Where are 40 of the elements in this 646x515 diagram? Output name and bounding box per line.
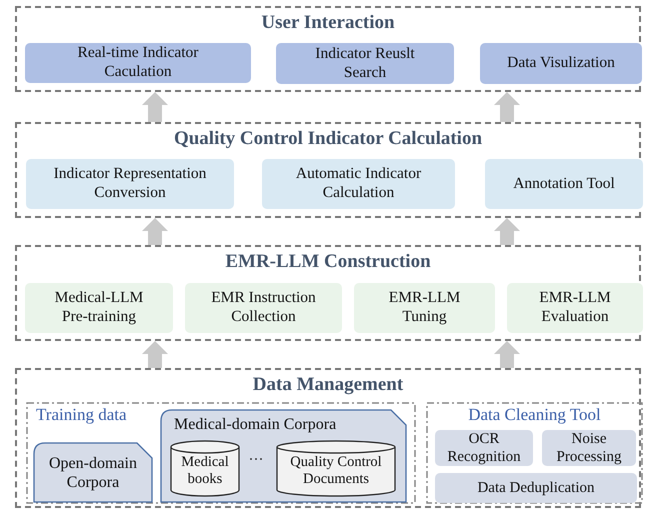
layer-title: Data Management [252,374,404,396]
module-box: EMR-LLM Tuning [354,283,495,333]
database-cylinder [276,441,396,496]
block-arrow [142,218,168,245]
module-box: Indicator Representation Conversion [26,159,234,209]
module-box: Data Visulization [480,43,642,84]
ellipsis-text: ··· [248,452,264,469]
block-arrow [494,92,520,122]
group-title: Data Cleaning Tool [467,405,602,425]
module-box: Medical-LLM Pre-training [25,283,173,333]
layer-panel [15,122,641,218]
module-box: EMR Instruction Collection [185,283,342,333]
block-arrow [494,341,520,368]
corpus-folder [160,409,407,503]
block-arrow [142,92,168,122]
layer-title: User Interaction [260,12,396,34]
cylinder-label: Quality Control Documents [289,454,383,489]
group-title: Training data [36,405,127,425]
layer-title: EMR-LLM Construction [224,251,432,273]
module-box: Indicator Reuslt Search [276,43,454,84]
folder-label: Open-domain Corpora [48,453,138,492]
database-cylinder [170,441,240,496]
cylinder-label: Medical books [180,454,230,489]
module-box: Real-time Indicator Caculation [25,43,251,83]
folder-label: Medical-domain Corpora [173,415,338,434]
block-arrow [142,341,168,368]
layer-panel [15,368,641,508]
module-box: Data Deduplication [435,473,637,503]
group-panel [426,402,643,504]
corpus-folder [33,442,153,503]
module-box: Annotation Tool [485,159,643,209]
module-box: Noise Processing [542,430,636,466]
module-box: EMR-LLM Evaluation [507,283,643,333]
layer-panel [15,6,641,92]
group-panel [26,402,416,504]
module-box: OCR Recognition [435,430,533,466]
layer-title: Quality Control Indicator Calculation [172,128,484,150]
block-arrow [494,218,520,245]
layer-panel [15,245,641,341]
module-box: Automatic Indicator Calculation [262,159,455,209]
